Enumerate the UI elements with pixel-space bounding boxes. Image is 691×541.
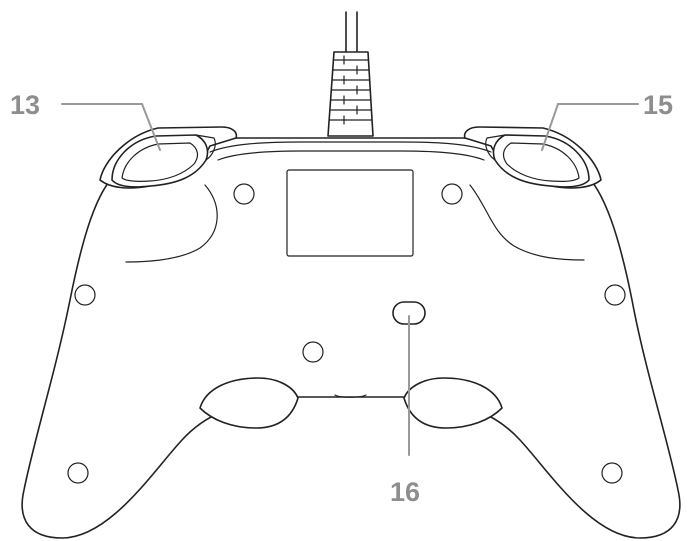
right-trigger <box>485 134 590 188</box>
screw-hole-top-right <box>441 183 463 205</box>
top-contour-inner <box>217 150 485 161</box>
callout-label-16: 16 <box>390 477 420 507</box>
leader-line-13-diag <box>141 103 161 151</box>
left-grip-curve <box>125 184 218 263</box>
screw-hole-mid-right <box>604 284 626 306</box>
top-contour <box>209 141 492 153</box>
screw-hole-bottom-right <box>601 462 623 484</box>
screw-hole-bottom-left <box>67 462 89 484</box>
left-back-paddle <box>199 377 299 429</box>
callout-label-15: 15 <box>643 90 673 120</box>
right-back-paddle <box>403 377 503 429</box>
bottom-center-notch <box>334 394 367 398</box>
callout-label-13: 13 <box>10 90 40 120</box>
leader-line-15-diag <box>541 103 559 151</box>
right-grip-curve <box>469 184 585 261</box>
cable <box>327 11 374 137</box>
label-panel <box>286 169 414 257</box>
left-trigger <box>111 134 216 188</box>
screw-hole-mid-left <box>74 284 96 306</box>
screw-hole-top-left <box>233 183 255 205</box>
screw-hole-center <box>302 341 324 363</box>
